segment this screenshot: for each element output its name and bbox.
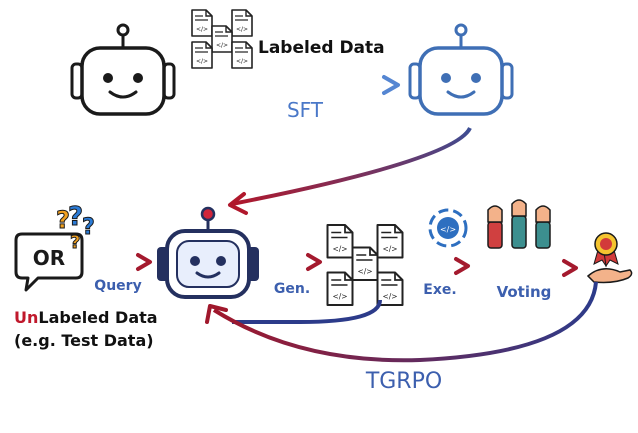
exe-arrow — [416, 257, 470, 275]
voting-label: Voting — [497, 283, 552, 301]
question-mark-orange-2-icon: ? — [70, 232, 80, 253]
policy-robot-icon — [157, 206, 259, 299]
query-arrow — [94, 253, 152, 271]
sft-arrow — [188, 75, 400, 95]
voting-arrow — [482, 259, 578, 277]
docs-return-line — [232, 299, 382, 324]
exe-label: Exe. — [423, 282, 456, 298]
tgrpo-label: TGRPO — [365, 369, 442, 394]
or-text: OR — [33, 246, 65, 270]
reward-medal-icon — [586, 232, 633, 284]
unlabeled-prefix: Un — [14, 308, 38, 327]
query-label: Query — [94, 278, 141, 294]
generated-code-docs-icon — [326, 224, 404, 306]
labeled-data-label: Labeled Data — [258, 38, 385, 58]
gen-label: Gen. — [274, 281, 310, 297]
question-mark-blue-2-icon: ? — [82, 215, 95, 240]
sft-robot-icon — [408, 23, 514, 116]
question-mark-blue-icon: ? — [68, 202, 83, 232]
init-arrow — [228, 126, 472, 215]
unlabeled-data-label: UnLabeled Data — [14, 308, 158, 327]
gen-arrow — [268, 253, 322, 271]
unlabeled-query-icon: OR ? ? ? ? — [14, 202, 95, 292]
labeled-data-docs-icon — [191, 9, 253, 69]
voting-hands-icon — [487, 199, 551, 249]
test-data-note: (e.g. Test Data) — [14, 331, 154, 350]
question-mark-orange-icon: ? — [56, 206, 70, 234]
unlabeled-rest: Labeled Data — [38, 308, 157, 327]
base-robot-icon — [70, 23, 176, 116]
tgrpo-loop-arrow — [205, 281, 598, 363]
execute-gear-icon: </> — [428, 208, 468, 248]
sft-label: SFT — [287, 98, 324, 122]
gear-code-glyph: </> — [440, 225, 456, 234]
